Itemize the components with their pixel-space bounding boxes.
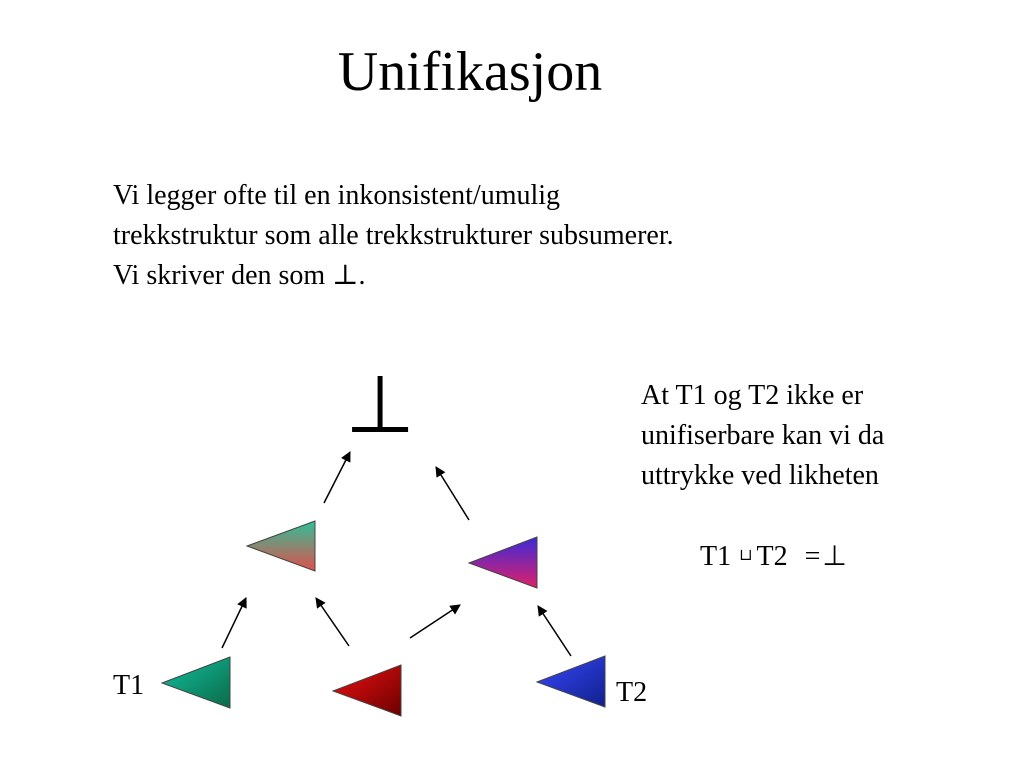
side-paragraph: At T1 og T2 ikke er unifiserbare kan vi … — [641, 376, 981, 496]
diagram-top-bottom-symbol: ⊥ — [345, 358, 415, 451]
intro-line: trekkstruktur som alle trekkstrukturer s… — [113, 220, 674, 251]
arrow-middlebottom-to-midleft — [315, 597, 350, 647]
side-line: At T1 og T2 ikke er — [641, 380, 864, 411]
unification-equation: T1 ⊔T2 =⊥ — [700, 536, 847, 577]
intro-line: Vi skriver den som ⊥. — [113, 260, 366, 291]
node-mid-right-triangle — [467, 536, 538, 589]
bottom-symbol-result: ⊥ — [822, 539, 847, 572]
arrow-t2-to-midright — [537, 605, 572, 657]
arrow-middlebottom-to-midright — [409, 604, 461, 639]
side-line: unifiserbare kan vi da — [641, 420, 885, 451]
equals-sign: = — [804, 541, 821, 572]
node-mid-left-triangle — [245, 520, 316, 572]
equation-left-term: T1 — [700, 541, 732, 572]
node-middle-bottom-triangle — [331, 664, 402, 717]
intro-paragraph: Vi legger ofte til en inkonsistent/umuli… — [113, 176, 853, 296]
join-symbol: ⊔ — [739, 547, 753, 564]
side-line: uttrykke ved likheten — [641, 460, 879, 491]
label-t1: T1 — [113, 670, 145, 701]
arrow-midright-to-bottom — [435, 466, 470, 521]
arrow-midleft-to-bottom — [323, 451, 351, 504]
label-t2: T2 — [616, 677, 648, 708]
page-title: Unifikasjon — [337, 41, 603, 103]
equation-right-term: T2 — [756, 541, 788, 572]
arrow-t1-to-midleft — [221, 597, 247, 649]
node-t2-triangle — [535, 655, 606, 708]
intro-line: Vi legger ofte til en inkonsistent/umuli… — [113, 180, 561, 211]
node-t1-triangle — [160, 656, 231, 709]
